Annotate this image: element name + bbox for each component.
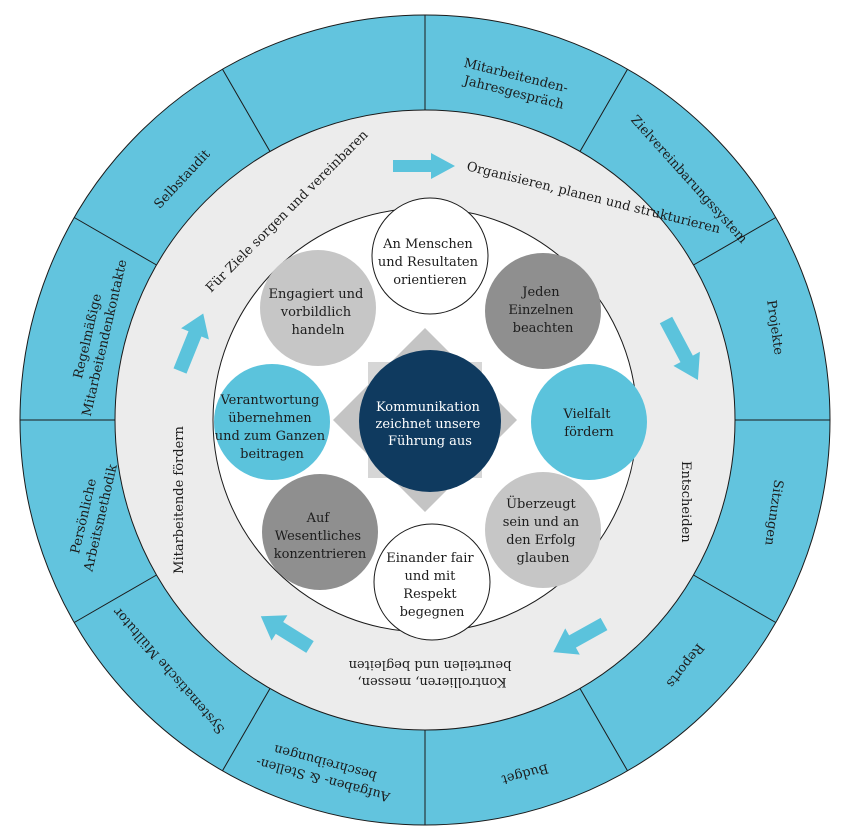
center-line-3: Führung aus — [388, 434, 472, 449]
center-line-2: zeichnet unsere — [376, 417, 481, 432]
outer-divider — [74, 217, 157, 266]
svg-text:Jeden Einzelnen be: Jeden Einzelnen beachten — [508, 285, 577, 336]
outer-divider — [222, 688, 271, 771]
outer-divider — [579, 688, 628, 771]
process-label-mitarbeitende: Mitarbeitende fördern — [172, 426, 187, 574]
svg-text:Vielfalt fördern: Vielfalt fördern — [562, 407, 614, 440]
inner-node-ueberzeugt: Überzeugt sein und an den Erfolg glauben — [485, 472, 601, 588]
inner-node-einzelnen: Jeden Einzelnen beachten — [485, 253, 601, 369]
svg-text:Überzeugt sein und an: Überzeugt sein und an den Erfolg glauben — [503, 495, 584, 566]
svg-text:Engagiert und vorbildlic: Engagiert und vorbildlich handeln — [269, 287, 368, 338]
outer-divider — [74, 574, 157, 623]
outer-divider — [579, 69, 628, 152]
inner-node-verantwortung: Verantwortung übernehmen und zum Ganzen … — [214, 364, 330, 480]
process-label-entscheiden: Entscheiden — [678, 461, 693, 543]
outer-divider — [693, 574, 776, 623]
center-title: Kommunikation zeichnet unsere Führung au… — [376, 400, 485, 449]
inner-node-vielfalt: Vielfalt fördern — [531, 364, 647, 480]
process-arrow-bottom-right — [553, 617, 608, 655]
svg-text:Einander fair und mit: Einander fair und mit Respekt begegnen — [386, 551, 478, 620]
inner-node-einander: Einander fair und mit Respekt begegnen — [373, 523, 491, 641]
process-arrow-left — [173, 313, 209, 374]
inner-node-wesentliches: Auf Wesentliches konzentrieren — [262, 474, 378, 590]
process-label-kontrollieren: Kontrollieren, messen, beurteilen und be… — [348, 657, 511, 689]
center-circle — [359, 350, 501, 492]
process-arrow-right — [659, 316, 700, 381]
inner-node-engagiert: Engagiert und vorbildlich handeln — [260, 250, 376, 366]
outer-divider — [693, 217, 776, 266]
center-line-1: Kommunikation — [376, 400, 481, 415]
inner-node-menschen: An Menschen und Resultaten orientieren — [371, 197, 489, 315]
svg-text:An Menschen und Resultat: An Menschen und Resultaten orientieren — [378, 237, 482, 288]
outer-divider — [222, 69, 271, 152]
svg-text:Auf Wesentliches k: Auf Wesentliches konzentrieren — [274, 511, 367, 562]
process-arrow-top — [393, 153, 455, 179]
process-arrow-bottom-left — [260, 615, 314, 653]
svg-text:Verantwortung übernehmen: Verantwortung übernehmen und zum Ganzen … — [215, 393, 329, 462]
outer-ring-dividers — [20, 15, 830, 825]
